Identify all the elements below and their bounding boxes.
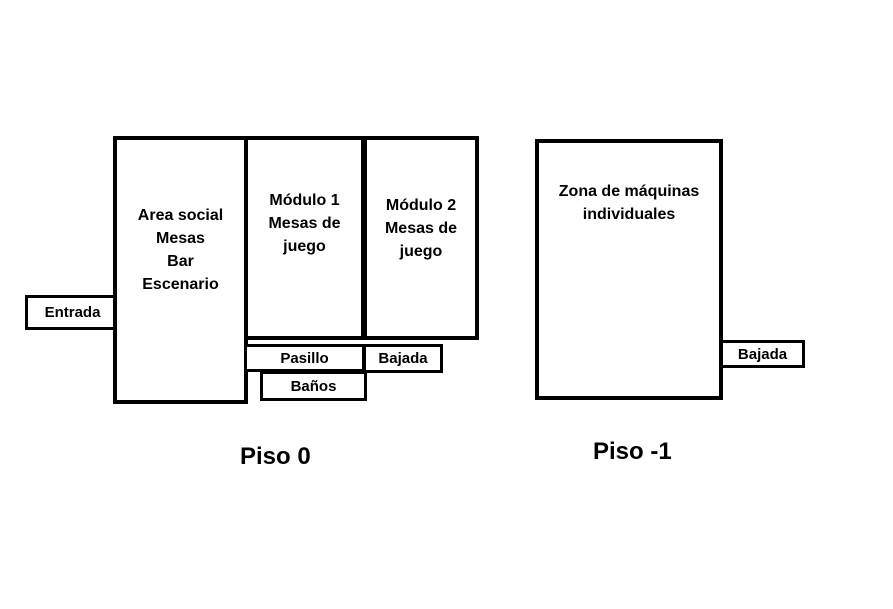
room-bajada-piso-0: Bajada <box>363 344 443 373</box>
room-zona-maquinas: Zona de máquinas individuales <box>535 139 723 400</box>
room-banos: Baños <box>260 371 367 401</box>
room-modulo-2-line-2: Mesas de <box>384 220 458 237</box>
room-modulo-1-line-1: Módulo 1 <box>269 192 340 209</box>
room-area-social: Area social Mesas Bar Escenario <box>113 136 248 404</box>
room-area-social-line-3: Bar <box>167 253 194 270</box>
room-entrada: Entrada <box>25 295 120 330</box>
room-modulo-2-line-1: Módulo 2 <box>385 197 457 214</box>
room-pasillo-label: Pasillo <box>280 349 329 367</box>
floor-label-piso-0: Piso 0 <box>240 443 311 470</box>
room-modulo-1-line-2: Mesas de <box>268 215 341 232</box>
room-area-social-line-4: Escenario <box>142 276 219 293</box>
room-modulo-1-line-3: juego <box>283 238 326 255</box>
room-zona-maquinas-line-2: individuales <box>582 206 676 223</box>
room-banos-label: Baños <box>290 377 337 395</box>
room-area-social-line-1: Area social <box>137 207 224 224</box>
room-modulo-2: Módulo 2 Mesas de juego <box>363 136 479 340</box>
room-zona-maquinas-line-1: Zona de máquinas <box>558 183 700 200</box>
room-area-social-line-2: Mesas <box>156 230 205 247</box>
room-bajada-piso-menos-1: Bajada <box>720 340 805 368</box>
room-modulo-2-line-3: juego <box>399 243 443 260</box>
room-pasillo: Pasillo <box>244 344 365 372</box>
room-bajada-piso-menos-1-label: Bajada <box>737 345 788 363</box>
room-bajada-piso-0-label: Bajada <box>378 350 428 367</box>
room-modulo-1: Módulo 1 Mesas de juego <box>244 136 365 340</box>
room-entrada-label: Entrada <box>44 304 101 321</box>
floor-label-piso-menos-1: Piso -1 <box>593 438 672 465</box>
